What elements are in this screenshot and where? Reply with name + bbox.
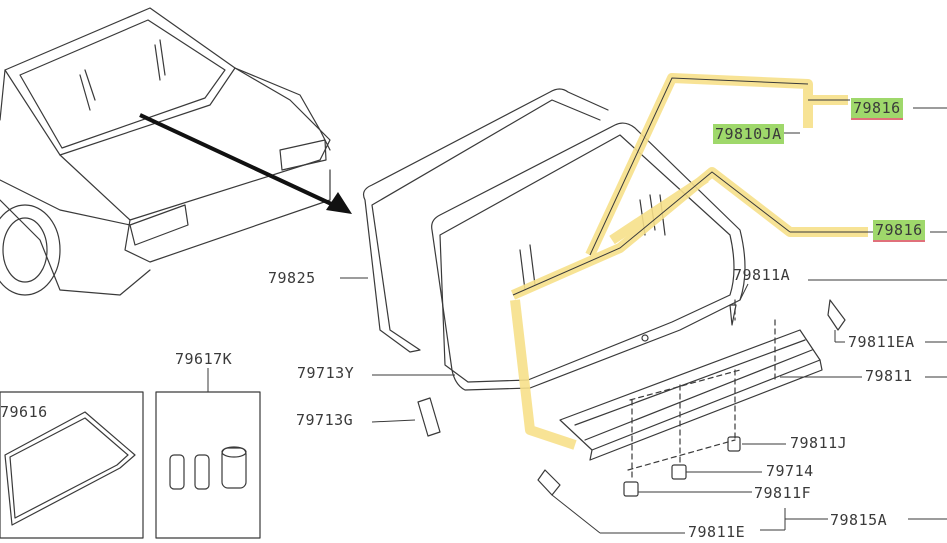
part-label-79617K: 79617K xyxy=(175,350,233,368)
part-label-79815A: 79815A xyxy=(830,511,888,529)
part-label-79713G: 79713G xyxy=(296,411,354,429)
part-label-79811F: 79811F xyxy=(754,484,812,502)
car-illustration xyxy=(0,7,331,296)
part-label-79825: 79825 xyxy=(268,269,316,287)
part-label-79810JA: 79810JA xyxy=(713,124,784,144)
part-label-79811EA: 79811EA xyxy=(848,333,915,351)
part-label-79816-top: 79816 xyxy=(851,98,903,120)
part-label-79616: 79616 xyxy=(0,403,48,421)
part-label-79713Y: 79713Y xyxy=(297,364,355,382)
part-label-79811E: 79811E xyxy=(688,523,746,541)
part-label-79816-mid: 79816 xyxy=(873,220,925,242)
molding-highlight-side xyxy=(510,299,577,450)
part-label-79714: 79714 xyxy=(766,462,814,480)
part-label-79811J: 79811J xyxy=(790,434,848,452)
part-label-79811A: 79811A xyxy=(733,266,791,284)
part-label-79811: 79811 xyxy=(865,367,913,385)
